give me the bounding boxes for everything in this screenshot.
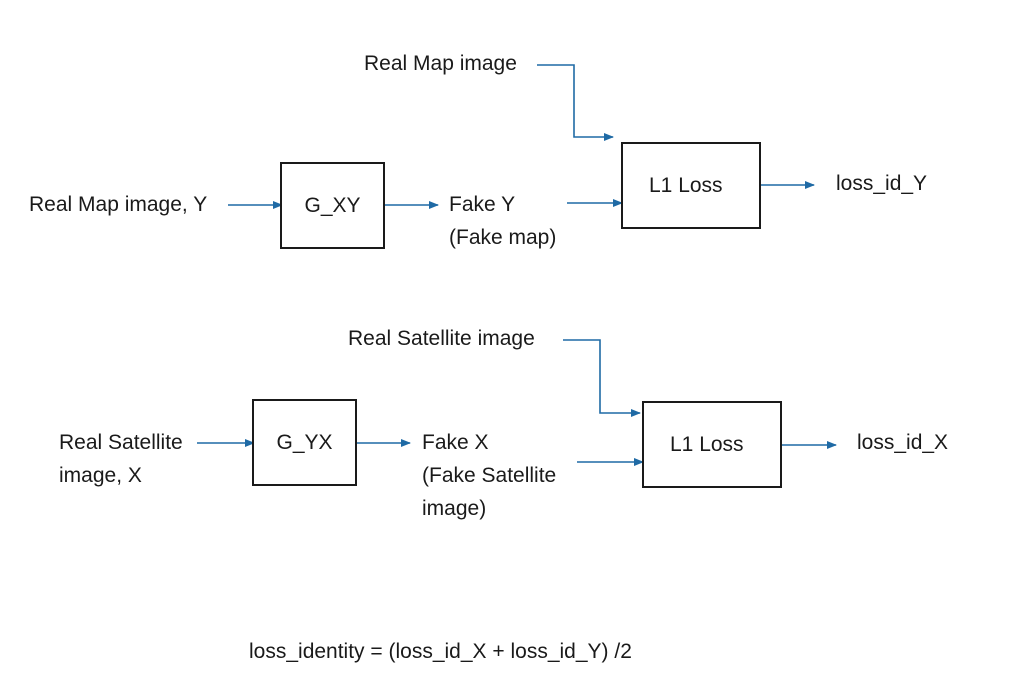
l1-loss-bottom-box: L1 Loss [642, 401, 782, 488]
fake-x-line1: Fake X [422, 431, 489, 454]
real-satellite-label: Real Satellite image [348, 327, 535, 350]
l1-loss-bottom-label: L1 Loss [670, 432, 744, 456]
fake-x-line3: image) [422, 497, 487, 520]
arrow-real-map-to-l1-top [537, 64, 614, 141]
generator-g-xy-box: G_XY [280, 162, 385, 249]
generator-g-yx-box: G_YX [252, 399, 357, 486]
fake-x-line2: (Fake Satellite [422, 464, 557, 487]
real-satellite-input-line2: image, X [59, 464, 142, 487]
real-satellite-input-line1: Real Satellite [59, 431, 183, 454]
generator-g-xy-label: G_XY [304, 193, 361, 217]
loss-identity-formula: loss_identity = (loss_id_X + loss_id_Y) … [249, 640, 632, 663]
real-map-label: Real Map image [364, 52, 517, 75]
generator-g-yx-label: G_YX [276, 430, 333, 454]
loss-id-x-output: loss_id_X [857, 431, 949, 454]
fake-y-label: Fake Y (Fake map) [449, 188, 556, 254]
fake-y-line1: Fake Y [449, 193, 516, 216]
fake-y-line2: (Fake map) [449, 226, 557, 249]
arrow-real-sat-to-l1-bottom [563, 339, 641, 417]
real-satellite-input-label: Real Satellite image, X [59, 426, 183, 492]
l1-loss-top-box: L1 Loss [621, 142, 761, 229]
fake-x-label: Fake X (Fake Satellite image) [422, 426, 556, 525]
real-map-input-label: Real Map image, Y [29, 193, 208, 216]
loss-id-y-output: loss_id_Y [836, 172, 928, 195]
l1-loss-top-label: L1 Loss [649, 173, 723, 197]
